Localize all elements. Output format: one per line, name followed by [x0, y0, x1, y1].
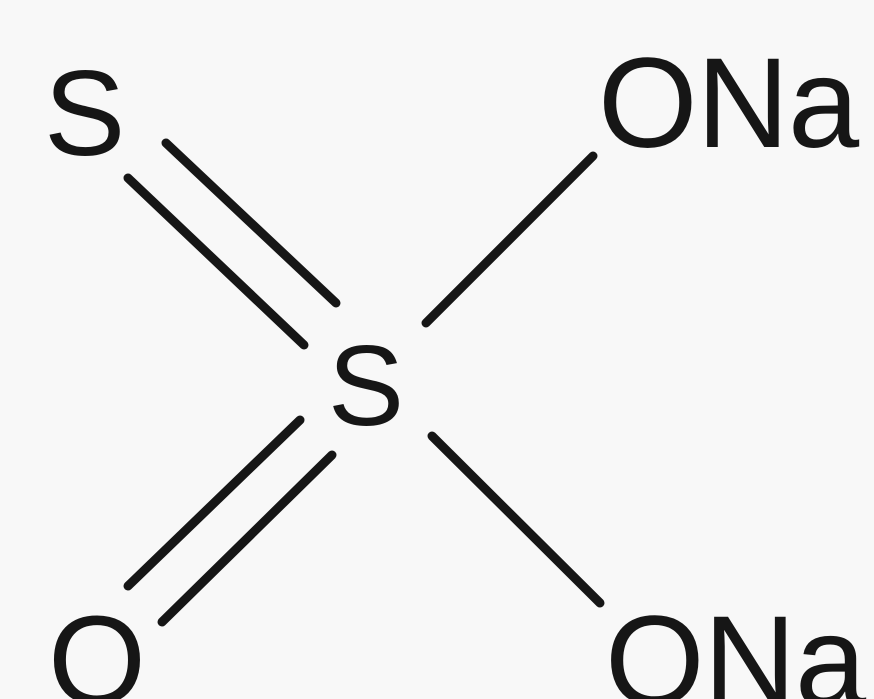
bond-s-ona-top — [421, 151, 598, 328]
atom-ona-top: ONa — [598, 32, 859, 175]
bond-s-ona-bottom — [427, 431, 605, 608]
atom-sulfur-center: S — [328, 323, 404, 450]
bond-s-s-double-line-2 — [123, 173, 309, 350]
bond-s-o-double-line-2 — [157, 450, 337, 627]
bond-s-o-double-line-1 — [123, 415, 305, 591]
atom-oxygen-bottom: O — [48, 590, 146, 699]
bond-s-s-double-line-1 — [161, 138, 341, 308]
atom-ona-bottom: ONa — [605, 590, 866, 699]
atom-sulfur-top: S — [44, 45, 125, 181]
